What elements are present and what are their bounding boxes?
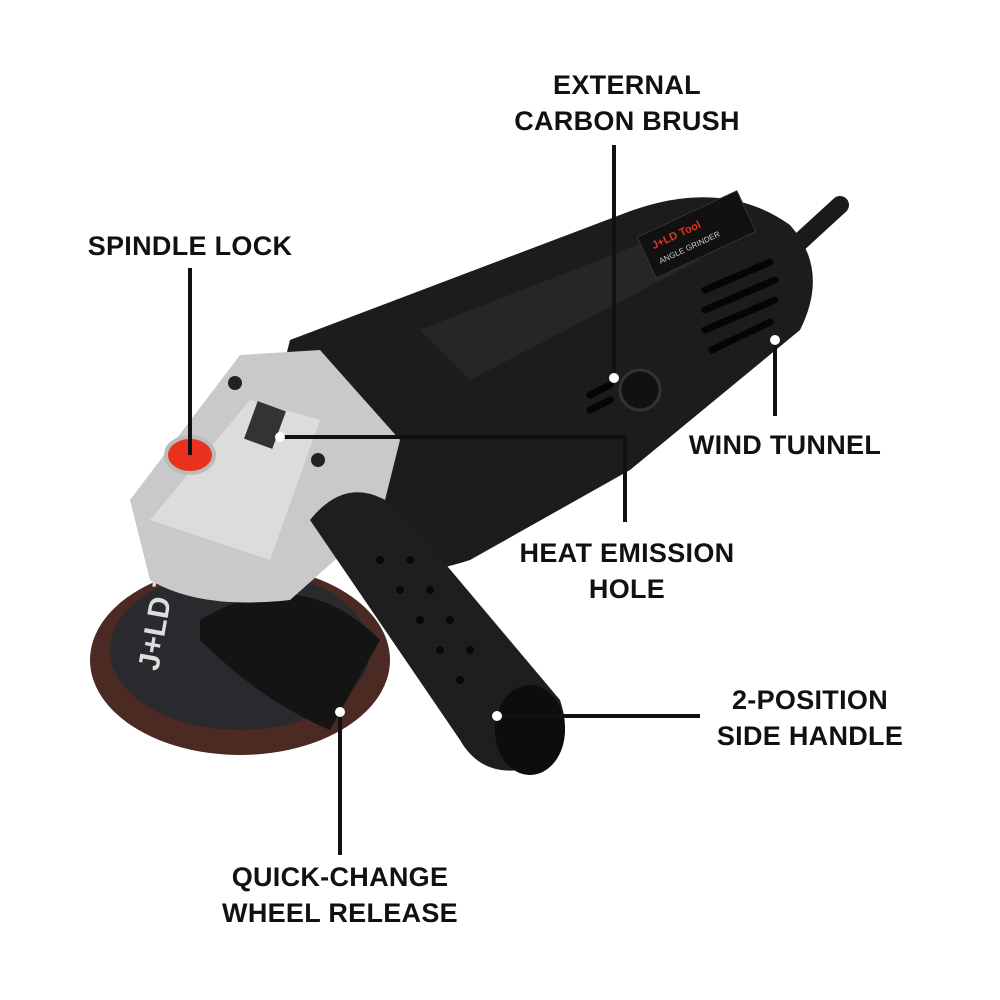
callout-wheel-release: QUICK-CHANGE WHEEL RELEASE bbox=[222, 859, 458, 931]
motor-housing bbox=[270, 197, 813, 572]
callout-line-1: QUICK-CHANGE bbox=[231, 862, 449, 892]
heat-hole-leader bbox=[280, 435, 627, 522]
callout-spindle-lock: SPINDLE LOCK bbox=[88, 228, 293, 264]
callout-line-2: WHEEL RELEASE bbox=[222, 898, 458, 928]
callout-line-1: HEAT EMISSION bbox=[519, 538, 735, 568]
side-handle bbox=[310, 492, 565, 771]
carbon-brush-cap bbox=[618, 368, 662, 412]
wheel-guard bbox=[200, 594, 380, 730]
housing-highlight bbox=[420, 240, 700, 380]
callout-dots bbox=[275, 335, 780, 721]
callout-line-1: EXTERNAL bbox=[553, 70, 701, 100]
callout-wind-tunnel: WIND TUNNEL bbox=[689, 427, 881, 463]
callout-heat-emission-hole: HEAT EMISSION HOLE bbox=[520, 535, 735, 607]
handle-grip-dots bbox=[376, 556, 474, 684]
vent-slots bbox=[586, 258, 779, 414]
callout-line-2: CARBON BRUSH bbox=[514, 106, 740, 136]
callout-line-1: 2-POSITION bbox=[731, 685, 889, 715]
callout-line-2: SIDE HANDLE bbox=[716, 721, 904, 751]
callout-line-1: WIND TUNNEL bbox=[688, 430, 882, 460]
side-handle-end bbox=[495, 685, 565, 775]
callout-side-handle: 2-POSITION SIDE HANDLE bbox=[717, 682, 903, 754]
callout-line-2: HOLE bbox=[588, 574, 666, 604]
callout-carbon-brush: EXTERNAL CARBON BRUSH bbox=[514, 67, 740, 139]
callout-lines bbox=[188, 145, 777, 855]
callout-line-1: SPINDLE LOCK bbox=[87, 231, 293, 261]
